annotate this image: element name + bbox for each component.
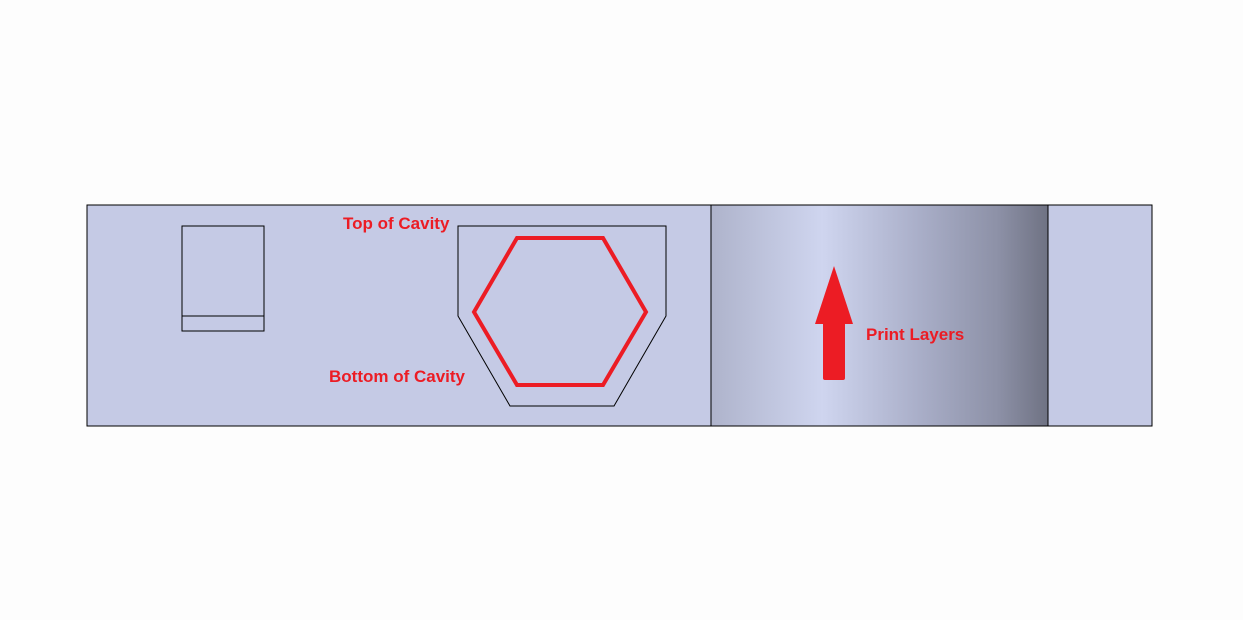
- part-right-face: [1047, 204, 1153, 427]
- cavity-outline: [457, 225, 667, 407]
- hexagon-nut-outline: [471, 236, 649, 387]
- print-layers-arrow-icon: [815, 266, 853, 380]
- part-left-face: [86, 204, 712, 427]
- slot-feature: [181, 225, 265, 332]
- bottom-of-cavity-label: Bottom of Cavity: [329, 367, 466, 386]
- top-of-cavity-label: Top of Cavity: [343, 214, 450, 233]
- part-cylinder-section: [710, 204, 1049, 427]
- print-layers-label: Print Layers: [866, 325, 964, 344]
